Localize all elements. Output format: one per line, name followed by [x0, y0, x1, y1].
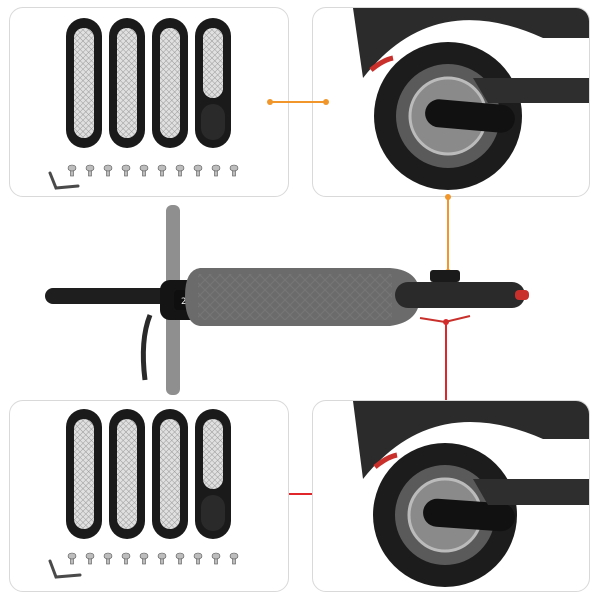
reflector-cover-3 [152, 18, 188, 148]
screw-icon [139, 164, 149, 177]
hex-key-icon [48, 171, 80, 190]
rear-wheel-illustration [353, 401, 589, 587]
reflector-cover-4 [195, 409, 231, 539]
screw-icon [193, 164, 203, 177]
installed-reflector-cover [425, 99, 515, 133]
wheel-closeup-panel-bottom [312, 400, 590, 592]
screw-icon [85, 552, 95, 565]
product-panel-bottom-covers [9, 400, 289, 592]
reflector-cover-2 [109, 409, 145, 539]
screw-icon [67, 552, 77, 565]
screw-icon [193, 552, 203, 565]
wheel-closeup-panel-top [312, 7, 590, 197]
reflector-cover-1 [66, 18, 102, 148]
scooter-top-view: 23 [45, 205, 529, 395]
product-panel-top-covers [9, 7, 289, 197]
fender [353, 401, 589, 479]
installed-reflector-cover [423, 498, 515, 532]
rear-light [373, 452, 398, 469]
reflector-covers-group [66, 18, 231, 148]
hex-key-icon [48, 559, 82, 579]
reflector-cover-set-illustration [48, 409, 239, 579]
screw-icon [157, 552, 167, 565]
screw-icon [67, 164, 77, 177]
reflector-cover-4 [195, 18, 231, 148]
deck-edge [473, 479, 589, 505]
reflector-covers-group [66, 409, 231, 539]
handlebar [45, 288, 195, 304]
screw-icon [175, 552, 185, 565]
reflector-cover-2 [109, 18, 145, 148]
screw-icon [103, 552, 113, 565]
connector-top [267, 99, 451, 275]
screw-icon [229, 164, 239, 177]
reflector-cover-1 [66, 409, 102, 539]
reflector-cover-set-illustration [48, 18, 239, 190]
rear-light [369, 55, 394, 72]
screw-icon [85, 164, 95, 177]
screw-icon [121, 164, 131, 177]
screws-group-bottom [67, 552, 239, 565]
screw-icon [229, 552, 239, 565]
kickstand [430, 270, 460, 282]
screws-group [67, 164, 239, 177]
rear-fender [395, 282, 525, 308]
screw-icon [175, 164, 185, 177]
brake-lever [140, 314, 153, 381]
screw-icon [157, 164, 167, 177]
deck-edge [473, 78, 589, 103]
fender [353, 8, 589, 78]
tail-light [515, 290, 529, 300]
screw-icon [121, 552, 131, 565]
screw-icon [103, 164, 113, 177]
screw-icon [139, 552, 149, 565]
rear-wheel-illustration [353, 8, 589, 190]
reflector-cover-3 [152, 409, 188, 539]
screw-icon [211, 164, 221, 177]
screw-icon [211, 552, 221, 565]
